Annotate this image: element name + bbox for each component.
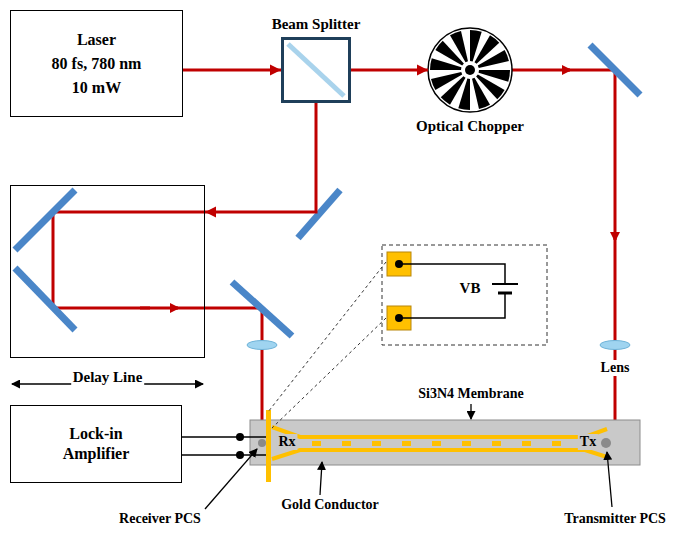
- bias-wire: [399, 264, 505, 284]
- mirror-group: [15, 45, 640, 336]
- conductor-segment: [402, 441, 411, 446]
- leader-arrow: [320, 462, 322, 495]
- mirror: [232, 282, 292, 336]
- chopper-blade: [450, 31, 468, 62]
- laser-box: Laser80 fs, 780 nm10 mW: [10, 10, 183, 117]
- mirror: [298, 190, 340, 238]
- chopper-blade: [472, 78, 490, 109]
- bias-wire: [399, 293, 505, 318]
- receiver-electrode: [266, 410, 271, 482]
- conductor-segment: [432, 441, 441, 446]
- inset-box: [382, 245, 547, 345]
- part-label: Transmitter PCS: [562, 511, 668, 527]
- node-label: 10 mW: [72, 76, 121, 100]
- chopper-blade: [431, 72, 462, 90]
- laser-beam: [614, 236, 617, 440]
- node-label: 80 fs, 780 nm: [52, 52, 142, 76]
- leader-arrow: [470, 404, 471, 419]
- node-label: Beam Splitter: [270, 16, 363, 33]
- chopper-hub: [465, 65, 475, 75]
- laser-beam: [53, 212, 205, 308]
- arrowhead: [270, 65, 281, 76]
- mirror: [15, 268, 75, 330]
- delay-line-box: Delay Line: [10, 185, 205, 358]
- node-label: Optical Chopper: [414, 118, 526, 135]
- wire: [182, 454, 266, 456]
- gold-conductor: [272, 450, 607, 459]
- port-label: Tx: [578, 434, 598, 450]
- laser-beam: [53, 70, 615, 440]
- optical-chopper-wheel: [428, 28, 512, 112]
- optical-chopper: Optical Chopper: [428, 28, 512, 112]
- laser-beam: [512, 69, 570, 72]
- laser-beam-connector: [183, 65, 281, 76]
- label-arrows: [205, 404, 612, 509]
- lock-in-amplifier: Lock-in Amplifier: [10, 405, 182, 483]
- chopper-rim: [428, 28, 512, 112]
- gold-conductor-segments: [312, 441, 561, 446]
- beam-line: [351, 69, 428, 72]
- battery-symbol: [492, 283, 518, 285]
- arrowhead: [417, 65, 428, 76]
- component-label: Lens: [599, 360, 632, 376]
- conductor-segment: [312, 441, 321, 446]
- port-label: Rx: [276, 434, 297, 450]
- beam-line: [183, 69, 281, 72]
- gold-conductor: [272, 427, 607, 437]
- transmitter-pcs: [601, 438, 611, 448]
- laser-beam-connector: [205, 103, 316, 218]
- lens: [600, 341, 630, 350]
- laser-beam-connector: [351, 65, 428, 76]
- device-name: Laser: [77, 28, 116, 52]
- laser-beam: [261, 308, 264, 428]
- beam-splitter: Beam Splitter: [281, 37, 351, 103]
- conductor-segment: [522, 441, 531, 446]
- battery-symbol: [498, 292, 512, 295]
- terminal-dot: [236, 451, 244, 459]
- conductor-segment: [342, 441, 351, 446]
- leader-line: [272, 318, 386, 428]
- bias-voltage-label: VB: [458, 280, 483, 296]
- part-label: Receiver PCS: [117, 511, 203, 527]
- laser-beam: [566, 69, 615, 72]
- chopper-blade: [478, 50, 509, 68]
- mirror: [15, 190, 75, 250]
- node-label: Delay Line: [71, 369, 145, 386]
- wire: [182, 436, 266, 438]
- mirror: [590, 45, 640, 95]
- leader-line: [268, 262, 386, 412]
- splitter-glass: [284, 40, 348, 100]
- material-label: Si3N4 Membrane: [416, 386, 525, 402]
- si3n4-membrane: [250, 420, 640, 465]
- leader-arrow: [607, 452, 612, 507]
- receiver-pcs: [258, 439, 266, 447]
- terminal-dot: [236, 433, 244, 441]
- arrowhead: [205, 207, 216, 218]
- laser-beam: [614, 70, 617, 240]
- node-label: Lock-in Amplifier: [41, 424, 151, 464]
- beam-line: [205, 103, 316, 212]
- conductor-segment: [372, 441, 381, 446]
- part-label: Gold Conductor: [279, 497, 381, 513]
- laser-beam: [174, 307, 262, 310]
- splitter-surface: [288, 44, 344, 96]
- lens: [247, 341, 277, 350]
- conductor-segment: [492, 441, 501, 446]
- conductor-segment: [552, 441, 561, 446]
- laser-beam: [140, 307, 178, 310]
- leader-arrow: [205, 449, 257, 509]
- conductor-segment: [462, 441, 471, 446]
